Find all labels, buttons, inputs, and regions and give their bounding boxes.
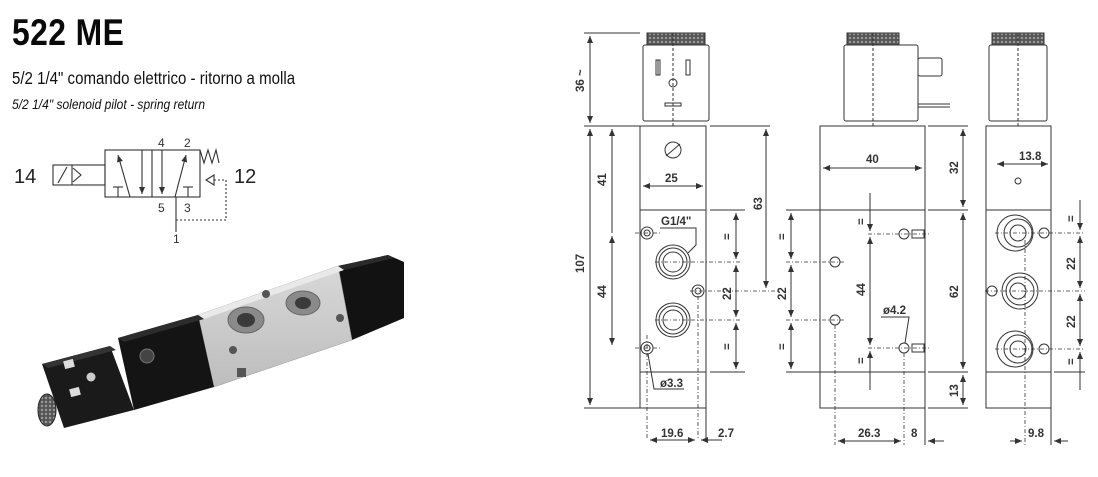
hole-label-3-3: ø3.3 (660, 378, 683, 390)
subtitle-english: 5/2 1/4" solenoid pilot - spring return (12, 96, 206, 112)
dim-bottom-13: 13 (949, 384, 961, 397)
equal-mark-rear-top: = (1066, 215, 1078, 222)
dim-pitch-22: 22 (722, 287, 734, 300)
equal-mark-rear-bottom: = (1066, 358, 1078, 365)
dim-rear-pitch-2: 22 (1066, 315, 1078, 328)
rear-view-dimensions: 13.8 22 22 = = 9.8 (1019, 151, 1078, 440)
equal-mark-side-44-bottom: = (856, 357, 868, 364)
side-view-dimensions: 40 22 = = 44 = = ø4.2 32 62 13 26.3 8 (777, 154, 961, 440)
thread-label: G1/4" (661, 216, 691, 228)
dim-bottom-9-8: 9.8 (1028, 428, 1045, 440)
subtitle-italian: 5/2 1/4" comando elettrico - ritorno a m… (12, 68, 296, 88)
dim-hole-spacing-44: 44 (856, 283, 868, 296)
dim-port-spacing-44: 44 (597, 285, 609, 298)
dim-width-25: 25 (665, 173, 678, 185)
model-title: 522 ME (12, 12, 125, 53)
dim-bottom-26-3: 26.3 (858, 428, 880, 440)
dim-bottom-8: 8 (911, 428, 918, 440)
dim-total-height: 107 (575, 254, 587, 273)
front-view-drawing (584, 32, 780, 443)
dim-width-40: 40 (866, 154, 879, 166)
dim-bottom-2-7: 2.7 (718, 428, 734, 440)
product-photo (37, 255, 404, 428)
port-label-12: 12 (234, 166, 256, 188)
dim-mid-62: 62 (949, 285, 961, 298)
equal-mark-bottom: = (722, 343, 734, 350)
port-label-4: 4 (158, 136, 165, 150)
dim-top-13-8: 13.8 (1019, 151, 1042, 163)
solenoid-symbol (52, 164, 106, 186)
equal-mark-side-bottom: = (777, 343, 789, 350)
dim-to-center-63: 63 (753, 197, 765, 210)
port-label-5: 5 (158, 201, 165, 215)
front-view-dimensions: 36 ~ 107 41 44 25 63 G1/4" ø3.3 22 = = 1… (575, 69, 765, 440)
dim-coil-height: 36 ~ (575, 69, 587, 92)
equal-mark-side-top: = (777, 233, 789, 240)
dim-side-pitch-22: 22 (777, 287, 789, 300)
equal-mark-side-44-top: = (856, 218, 868, 225)
dim-rear-pitch-1: 22 (1066, 257, 1078, 270)
valve-symbol: 14 12 4 2 5 3 1 (14, 136, 256, 246)
rear-view-drawing (985, 32, 1085, 445)
port-label-2: 2 (184, 136, 191, 150)
dim-bottom-19-6: 19.6 (661, 428, 683, 440)
port-label-3: 3 (184, 201, 191, 215)
dim-top-32: 32 (949, 161, 961, 174)
side-view-drawing (786, 32, 968, 445)
equal-mark-top: = (722, 233, 734, 240)
dim-upper-block: 41 (597, 173, 609, 186)
port-label-1: 1 (173, 232, 180, 246)
port-label-14: 14 (14, 166, 36, 188)
hole-label-4-2: ø4.2 (883, 305, 906, 317)
